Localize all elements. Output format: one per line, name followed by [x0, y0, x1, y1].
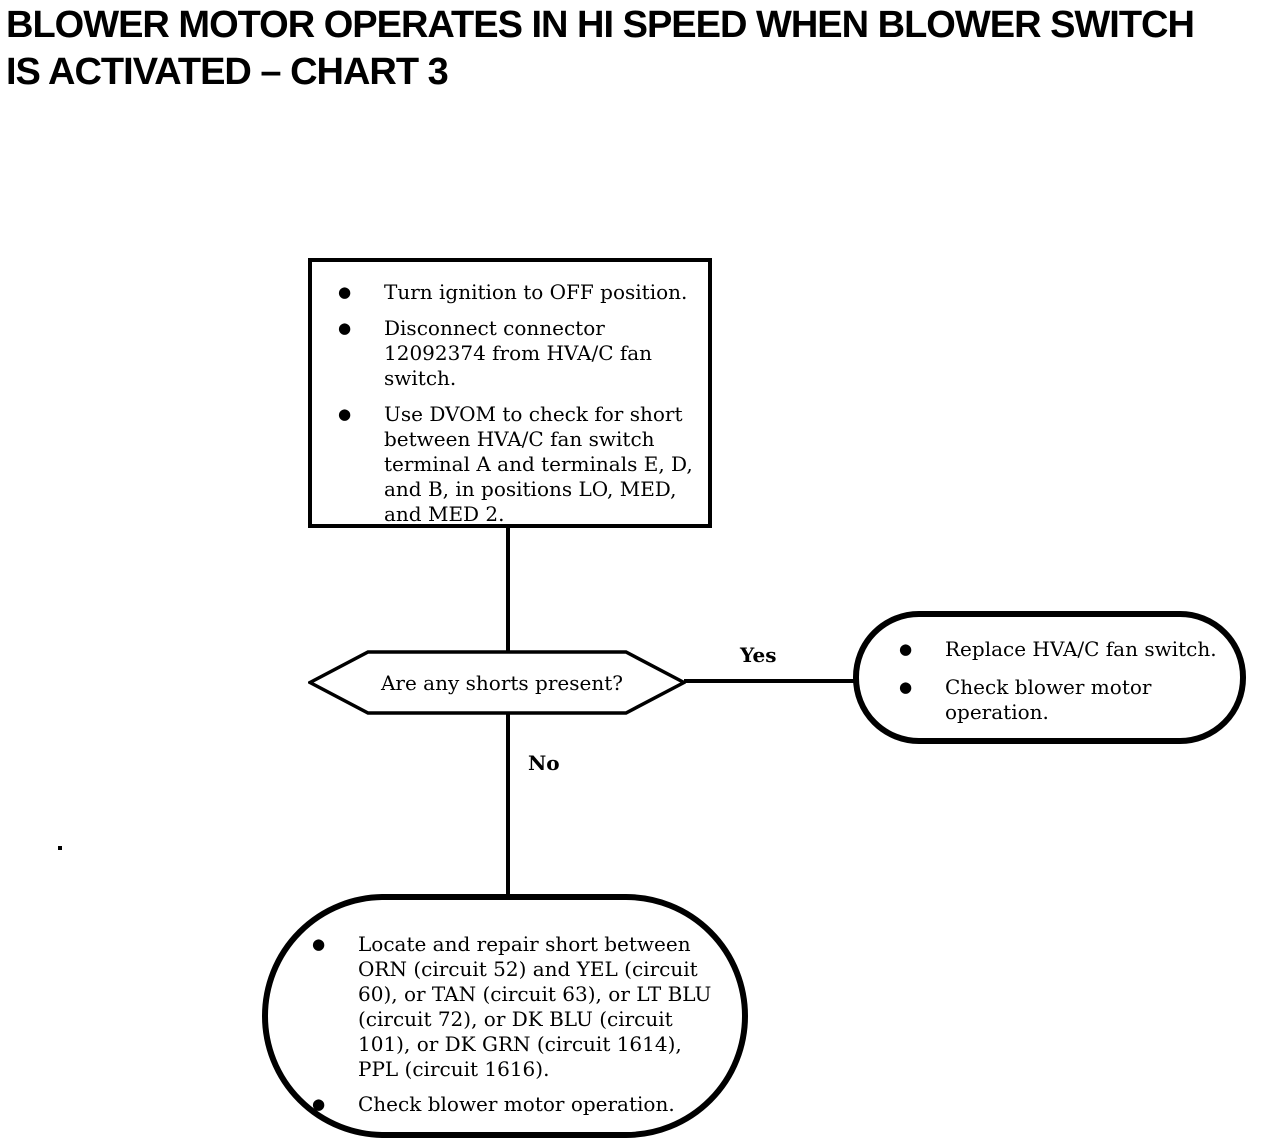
list-item: ● Disconnect connector 12092374 from HVA…: [336, 316, 694, 391]
yes-branch-label: Yes: [740, 643, 777, 667]
list-item: ● Check blower motor operation.: [897, 675, 1230, 725]
flowchart-no-outcome: ● Locate and repair short between ORN (c…: [262, 894, 748, 1138]
list-item: ● Check blower motor operation.: [310, 1092, 716, 1117]
bullet-icon: ●: [899, 678, 913, 696]
no-outcome-bullet-list: ● Locate and repair short between ORN (c…: [310, 932, 716, 1117]
connector-step-to-decision: [506, 528, 510, 654]
bullet-icon: ●: [312, 1095, 326, 1113]
flowchart-yes-outcome: ● Replace HVA/C fan switch. ● Check blow…: [853, 611, 1246, 744]
bullet-icon: ●: [338, 319, 352, 337]
yes-outcome-bullet-list: ● Replace HVA/C fan switch. ● Check blow…: [897, 637, 1230, 725]
list-item: ● Replace HVA/C fan switch.: [897, 637, 1230, 662]
outcome-instruction: Locate and repair short between ORN (cir…: [358, 932, 712, 1081]
list-item: ● Locate and repair short between ORN (c…: [310, 932, 716, 1082]
outcome-instruction: Check blower motor operation.: [358, 1092, 675, 1116]
bullet-icon: ●: [312, 935, 326, 953]
outcome-instruction: Replace HVA/C fan switch.: [945, 637, 1217, 661]
no-branch-label: No: [528, 751, 560, 775]
bullet-icon: ●: [338, 405, 352, 423]
page-title: BLOWER MOTOR OPERATES IN HI SPEED WHEN B…: [6, 2, 1195, 96]
outcome-instruction: Check blower motor operation.: [945, 675, 1152, 724]
step-instruction: Turn ignition to OFF position.: [384, 280, 688, 304]
step-instruction: Disconnect connector 12092374 from HVA/C…: [384, 316, 653, 390]
stray-ink-dot: [58, 846, 62, 850]
list-item: ● Use DVOM to check for short between HV…: [336, 402, 694, 527]
bullet-icon: ●: [899, 640, 913, 658]
step-instruction: Use DVOM to check for short between HVA/…: [384, 402, 693, 526]
connector-yes-branch: [684, 679, 856, 683]
connector-no-branch: [506, 713, 510, 897]
page-title-line-2: IS ACTIVATED – CHART 3: [6, 51, 449, 93]
page-title-line-1: BLOWER MOTOR OPERATES IN HI SPEED WHEN B…: [6, 4, 1195, 46]
list-item: ● Turn ignition to OFF position.: [336, 280, 694, 305]
step-box-bullet-list: ● Turn ignition to OFF position. ● Disco…: [336, 280, 694, 527]
decision-question: Are any shorts present?: [380, 670, 623, 695]
bullet-icon: ●: [338, 283, 352, 301]
flowchart-step-box: ● Turn ignition to OFF position. ● Disco…: [308, 258, 712, 528]
flowchart-decision: Are any shorts present?: [308, 649, 686, 716]
